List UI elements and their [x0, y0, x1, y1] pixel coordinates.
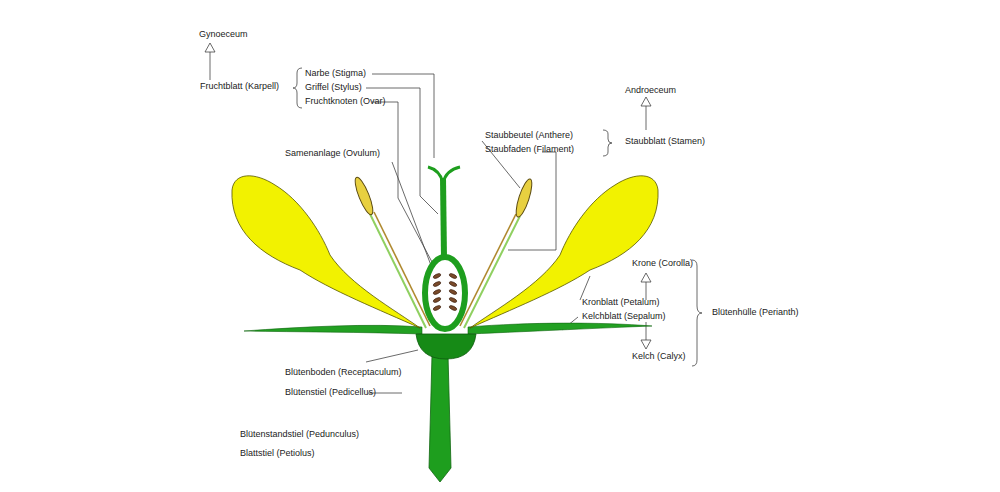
hierarchy-arrows	[646, 322, 647, 340]
part-label: Staubbeutel (Anthere)	[485, 130, 573, 141]
part-label: Fruchtknoten (Ovar)	[305, 96, 386, 107]
part-label: Staubfaden (Filament)	[485, 144, 574, 155]
part-label: Fruchtblatt (Karpell)	[200, 81, 279, 92]
brackets	[692, 260, 702, 366]
part-label: Narbe (Stigma)	[305, 68, 366, 79]
hierarchy-arrows	[641, 273, 651, 282]
part-label: Androeceum	[625, 85, 676, 96]
stamens	[460, 214, 516, 326]
stamens	[352, 176, 376, 217]
hierarchy-arrows	[641, 340, 651, 349]
brackets	[603, 130, 612, 156]
pistil	[443, 178, 444, 258]
stamens	[464, 216, 520, 328]
hierarchy-arrows	[646, 106, 647, 130]
sepals	[244, 325, 422, 334]
ovules	[433, 305, 442, 312]
receptacle	[416, 334, 476, 359]
receptacle	[416, 334, 476, 359]
part-label: Kelch (Calyx)	[632, 351, 686, 362]
stamens	[513, 177, 535, 218]
part-label: Blütenboden (Receptaculum)	[285, 367, 402, 378]
ovules	[433, 281, 442, 288]
brackets	[293, 68, 702, 366]
part-label: Griffel (Stylus)	[305, 82, 362, 93]
leader-lines	[392, 162, 432, 268]
ovules	[433, 273, 458, 312]
hierarchy-arrows	[210, 52, 211, 80]
part-label: Staubblatt (Stamen)	[625, 136, 705, 147]
part-label: Blütenstiel (Pedicellus)	[285, 387, 376, 398]
petals	[232, 176, 420, 328]
leader-lines	[508, 152, 556, 250]
ovules	[433, 273, 442, 280]
ovules	[449, 289, 458, 296]
stamens	[352, 176, 535, 328]
pistil	[425, 167, 465, 329]
part-label: Kronblatt (Petalum)	[582, 297, 660, 308]
leader-lines	[372, 74, 434, 158]
hierarchy-arrows	[205, 43, 215, 52]
stamens	[374, 212, 430, 326]
ovules	[433, 289, 442, 296]
pistil	[425, 257, 465, 329]
ovules	[449, 297, 458, 304]
hierarchy-arrows	[641, 97, 651, 106]
part-label: Blütenstandstiel (Pedunculus)	[240, 429, 359, 440]
stem	[429, 355, 451, 482]
sepals	[468, 323, 652, 334]
ovules	[433, 297, 442, 304]
ovules	[449, 273, 458, 280]
part-label: Krone (Corolla)	[632, 258, 693, 269]
part-label: Kelchblatt (Sepalum)	[582, 311, 666, 322]
stem	[429, 355, 451, 482]
leader-lines	[580, 276, 590, 300]
brackets	[293, 68, 302, 108]
part-label: Gynoeceum	[199, 29, 248, 40]
ovules	[449, 281, 458, 288]
part-label: Samenanlage (Ovulum)	[285, 148, 380, 159]
part-label: Blütenhülle (Perianth)	[712, 307, 799, 318]
ovules	[449, 305, 458, 312]
stamens	[370, 214, 426, 328]
leader-lines	[366, 350, 418, 362]
part-label: Blattstiel (Petiolus)	[240, 448, 315, 459]
leader-lines	[366, 74, 590, 393]
pistil	[428, 167, 460, 183]
